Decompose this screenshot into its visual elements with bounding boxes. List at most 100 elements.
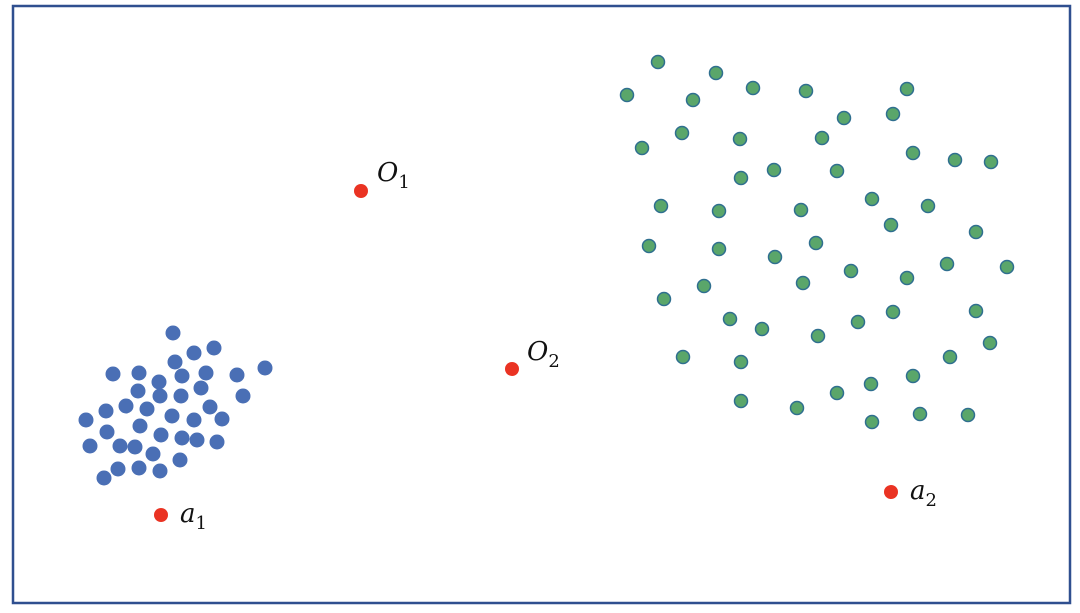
- label-o2-sub: 2: [548, 351, 559, 372]
- cluster-2-dot: [836, 110, 852, 126]
- cluster-1-dot: [110, 461, 126, 477]
- cluster-1-dot: [118, 398, 134, 414]
- cluster-2-dot: [983, 154, 999, 170]
- cluster-1-dot: [229, 367, 245, 383]
- cluster-1-dot: [151, 374, 167, 390]
- point-o2: [505, 362, 519, 376]
- cluster-1-dot: [131, 460, 147, 476]
- cluster-2-dot: [843, 263, 859, 279]
- cluster-2-dot: [745, 80, 761, 96]
- cluster-1-dot: [164, 408, 180, 424]
- cluster-1-dot: [82, 438, 98, 454]
- label-o2-main: O: [527, 337, 548, 367]
- cluster-1-dot: [202, 399, 218, 415]
- cluster-1-dot: [139, 401, 155, 417]
- cluster-2-dot: [711, 241, 727, 257]
- cluster-1-dot: [257, 360, 273, 376]
- label-o1-sub: 1: [398, 172, 409, 193]
- cluster-2-dot: [912, 406, 928, 422]
- cluster-2-dot: [733, 170, 749, 186]
- cluster-2-dot: [885, 304, 901, 320]
- label-a2: a2: [910, 476, 937, 511]
- cluster-2-dot: [634, 140, 650, 156]
- cluster-2-dot: [641, 238, 657, 254]
- cluster-1-dot: [206, 340, 222, 356]
- cluster-2-dot: [982, 335, 998, 351]
- label-a1: a1: [180, 499, 207, 534]
- cluster-2-dot: [793, 202, 809, 218]
- cluster-1-dot: [173, 388, 189, 404]
- cluster-2-dot: [810, 328, 826, 344]
- cluster-1-dot: [189, 432, 205, 448]
- label-a1-sub: 1: [196, 513, 207, 534]
- cluster-2-dot: [864, 191, 880, 207]
- cluster-1-dot: [153, 427, 169, 443]
- cluster-2-dot: [708, 65, 724, 81]
- cluster-2-dot: [650, 54, 666, 70]
- cluster-2-dot: [653, 198, 669, 214]
- cluster-2-dot: [685, 92, 701, 108]
- cluster-1-dot: [214, 411, 230, 427]
- cluster-1-dot: [131, 365, 147, 381]
- cluster-2-dot: [864, 414, 880, 430]
- cluster-1-dot: [127, 439, 143, 455]
- point-o1: [354, 184, 368, 198]
- cluster-1-dot: [96, 470, 112, 486]
- cluster-2-green: [619, 54, 1015, 430]
- cluster-2-dot: [767, 249, 783, 265]
- cluster-1-dot: [99, 424, 115, 440]
- cluster-2-dot: [968, 224, 984, 240]
- cluster-2-dot: [711, 203, 727, 219]
- cluster-1-blue: [78, 325, 273, 486]
- cluster-1-dot: [98, 403, 114, 419]
- cluster-1-dot: [132, 418, 148, 434]
- cluster-1-dot: [193, 380, 209, 396]
- cluster-2-dot: [960, 407, 976, 423]
- cluster-2-dot: [722, 311, 738, 327]
- cluster-1-dot: [167, 354, 183, 370]
- cluster-2-dot: [939, 256, 955, 272]
- cluster-2-dot: [999, 259, 1015, 275]
- cluster-2-dot: [829, 163, 845, 179]
- cluster-2-dot: [905, 145, 921, 161]
- cluster-2-dot: [942, 349, 958, 365]
- cluster-2-dot: [656, 291, 672, 307]
- cluster-2-dot: [905, 368, 921, 384]
- point-a1: [154, 508, 168, 522]
- cluster-1-dot: [152, 388, 168, 404]
- cluster-2-dot: [883, 217, 899, 233]
- cluster-1-dot: [165, 325, 181, 341]
- cluster-2-dot: [850, 314, 866, 330]
- cluster-1-dot: [198, 365, 214, 381]
- cluster-2-dot: [808, 235, 824, 251]
- point-a2: [884, 485, 898, 499]
- cluster-1-dot: [174, 368, 190, 384]
- cluster-1-dot: [145, 446, 161, 462]
- label-o2: O2: [527, 337, 560, 372]
- cluster-2-dot: [814, 130, 830, 146]
- cluster-2-dot: [795, 275, 811, 291]
- cluster-2-dot: [754, 321, 770, 337]
- cluster-1-dot: [174, 430, 190, 446]
- cluster-2-dot: [766, 162, 782, 178]
- cluster-2-dot: [789, 400, 805, 416]
- cluster-1-dot: [209, 434, 225, 450]
- cluster-1-dot: [105, 366, 121, 382]
- cluster-2-dot: [733, 354, 749, 370]
- cluster-2-dot: [696, 278, 712, 294]
- label-o1-main: O: [377, 158, 398, 188]
- cluster-2-dot: [968, 303, 984, 319]
- label-a2-sub: 2: [926, 490, 937, 511]
- cluster-1-dot: [172, 452, 188, 468]
- cluster-2-dot: [863, 376, 879, 392]
- cluster-1-dot: [112, 438, 128, 454]
- label-o1: O1: [377, 158, 410, 193]
- label-a1-main: a: [180, 499, 196, 529]
- cluster-2-dot: [947, 152, 963, 168]
- cluster-1-dot: [186, 412, 202, 428]
- frame-border: [11, 4, 1072, 605]
- cluster-1-dot: [130, 383, 146, 399]
- cluster-1-dot: [78, 412, 94, 428]
- cluster-2-dot: [732, 131, 748, 147]
